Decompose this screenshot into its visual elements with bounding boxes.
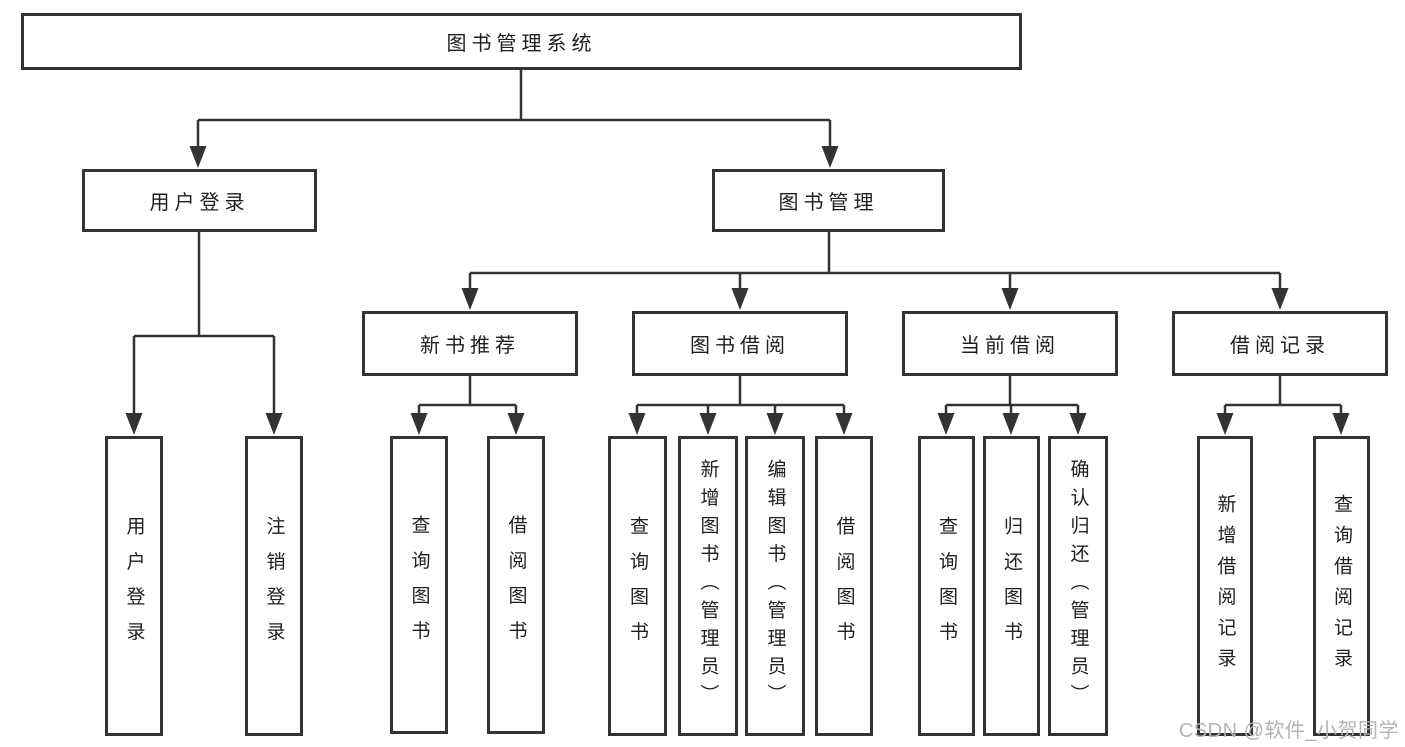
node-user-login: 用户登录 [82, 169, 317, 232]
node-root: 图书管理系统 [21, 13, 1022, 70]
arrow-down-icon [189, 146, 207, 168]
leaf-query-borrow-record-label: 查询借阅记录 [1331, 493, 1352, 679]
arrow-down-icon [1271, 288, 1289, 310]
leaf-query-books: 查询图书 [390, 436, 448, 734]
node-new-book-recommend: 新书推荐 [362, 311, 578, 376]
node-book-borrow: 图书借阅 [632, 311, 848, 376]
leaf-query-books: 查询图书 [608, 436, 667, 736]
leaf-return-books: 归还图书 [983, 436, 1040, 736]
arrow-down-icon [628, 413, 646, 435]
arrow-down-icon [461, 288, 479, 310]
node-root-label: 图书管理系统 [446, 33, 597, 55]
leaf-add-book-admin-label: 新增图书（管理员） [697, 459, 719, 713]
connector-user-login-children [132, 232, 276, 416]
leaf-query-books-label: 查询图书 [627, 515, 648, 657]
arrow-down-icon [1002, 413, 1020, 435]
arrow-down-icon [125, 413, 143, 435]
arrowheads [125, 146, 1350, 435]
arrow-down-icon [265, 413, 283, 435]
leaf-borrow-books: 借阅图书 [487, 436, 545, 734]
node-current-borrow: 当前借阅 [902, 311, 1118, 376]
connector-current-borrow-children [944, 376, 1080, 416]
leaf-query-books-label: 查询图书 [936, 515, 957, 657]
leaf-edit-book-admin-label: 编辑图书（管理员） [764, 459, 786, 713]
leaf-logout: 注销登录 [245, 436, 303, 736]
leaf-user-login-label: 用户登录 [123, 515, 145, 657]
connector-borrow-record-children [1223, 376, 1343, 416]
arrow-down-icon [937, 413, 955, 435]
leaf-borrow-books-label: 借阅图书 [833, 515, 855, 657]
arrow-down-icon [835, 413, 853, 435]
arrow-down-icon [1069, 413, 1087, 435]
leaf-borrow-books: 借阅图书 [815, 436, 873, 736]
node-borrow-record: 借阅记录 [1172, 311, 1388, 376]
node-book-management-label: 图书管理 [778, 192, 879, 214]
leaf-edit-book-admin: 编辑图书（管理员） [745, 436, 805, 736]
node-borrow-record-label: 借阅记录 [1230, 335, 1330, 357]
leaf-add-book-admin: 新增图书（管理员） [678, 436, 738, 736]
connector-new-book-children [417, 376, 518, 416]
leaf-confirm-return-admin: 确认归还（管理员） [1048, 436, 1108, 736]
leaf-query-books-label: 查询图书 [408, 514, 430, 656]
arrow-down-icon [766, 413, 784, 435]
leaf-query-books: 查询图书 [918, 436, 975, 736]
leaf-logout-label: 注销登录 [263, 515, 285, 657]
node-book-borrow-label: 图书借阅 [690, 335, 790, 357]
arrow-down-icon [1216, 413, 1234, 435]
arrow-down-icon [410, 413, 428, 435]
leaf-confirm-return-admin-label: 确认归还（管理员） [1067, 459, 1089, 713]
arrow-down-icon [731, 288, 749, 310]
node-user-login-label: 用户登录 [149, 192, 250, 214]
arrow-down-icon [1332, 413, 1350, 435]
node-current-borrow-label: 当前借阅 [960, 335, 1060, 357]
csdn-watermark: CSDN @软件_小贺同学 [1178, 720, 1399, 742]
connector-root-to-level2 [196, 70, 832, 149]
node-new-book-recommend-label: 新书推荐 [420, 335, 520, 357]
node-book-management: 图书管理 [712, 169, 945, 232]
leaf-add-borrow-record: 新增借阅记录 [1197, 436, 1253, 736]
arrow-down-icon [699, 413, 717, 435]
leaf-query-borrow-record: 查询借阅记录 [1313, 436, 1370, 736]
leaf-return-books-label: 归还图书 [1001, 515, 1022, 657]
arrow-down-icon [507, 413, 525, 435]
connector-book-management-children [468, 232, 1282, 291]
arrow-down-icon [1001, 288, 1019, 310]
leaf-borrow-books-label: 借阅图书 [505, 514, 527, 656]
arrow-down-icon [821, 146, 839, 168]
connector-book-borrow-children [635, 376, 846, 416]
leaf-add-borrow-record-label: 新增借阅记录 [1214, 493, 1236, 679]
leaf-user-login: 用户登录 [105, 436, 163, 736]
